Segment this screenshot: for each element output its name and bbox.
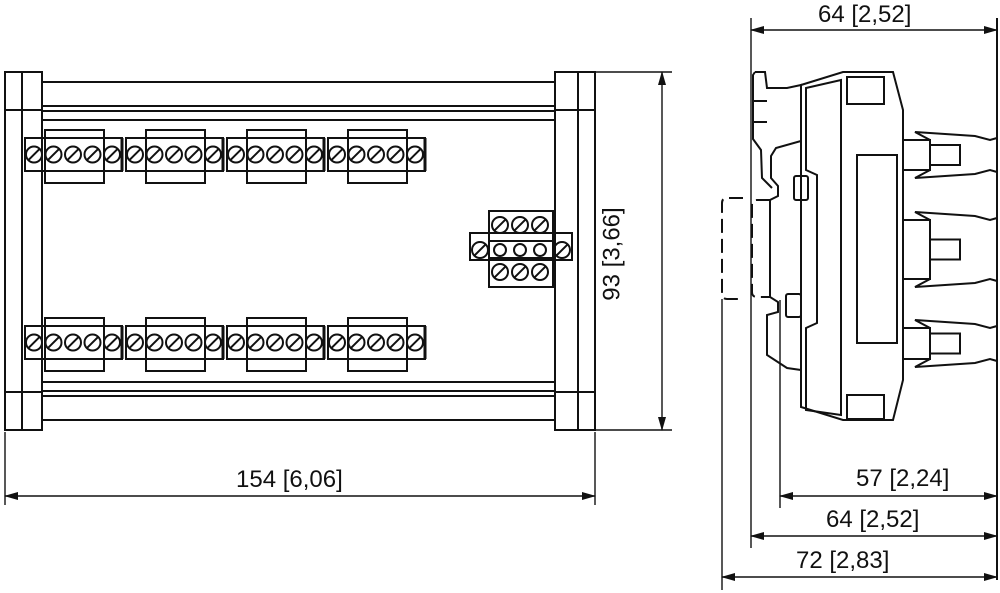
screw-icon xyxy=(347,145,366,164)
screw-icon xyxy=(471,241,489,259)
screw-icon xyxy=(145,145,164,164)
screw-icon xyxy=(367,145,385,164)
screw-icon xyxy=(204,333,222,352)
front-view xyxy=(4,71,596,431)
screw-icon xyxy=(204,145,222,164)
screw-icon xyxy=(386,145,405,164)
side-64-dimension-label: 64 [2,52] xyxy=(826,506,920,533)
screw-icon xyxy=(531,216,549,234)
screw-icon xyxy=(145,333,164,352)
front-dimensions xyxy=(4,71,672,505)
screw-icon xyxy=(305,145,323,164)
screw-icon xyxy=(83,333,102,352)
screw-icon xyxy=(406,145,424,164)
screw-icon xyxy=(406,333,424,352)
screw-icon xyxy=(305,333,323,352)
screw-icon xyxy=(493,243,507,257)
screw-icon xyxy=(246,145,265,164)
terminal-block xyxy=(226,129,326,184)
right-end-plate xyxy=(554,71,579,431)
screw-icon xyxy=(25,333,43,352)
terminal-block xyxy=(125,317,225,372)
screw-icon xyxy=(328,333,346,352)
screw-icon xyxy=(266,333,284,352)
screw-icon xyxy=(285,145,304,164)
terminal-block xyxy=(24,129,124,184)
din-rail-inner xyxy=(751,199,770,298)
screw-icon xyxy=(227,145,245,164)
screw-icon xyxy=(165,333,183,352)
screw-icon xyxy=(44,145,63,164)
side-dimensions xyxy=(721,18,998,590)
bottom-rail xyxy=(41,381,556,421)
left-end-plate xyxy=(21,71,43,431)
side-top-dimension-label: 64 [2,52] xyxy=(818,1,912,28)
screw-icon xyxy=(553,241,571,259)
screw-icon xyxy=(347,333,366,352)
screw-icon xyxy=(64,145,82,164)
screw-icon xyxy=(511,216,529,234)
screw-icon xyxy=(227,333,245,352)
screw-icon xyxy=(328,145,346,164)
screw-icon xyxy=(126,145,144,164)
width-dimension-label: 154 [6,06] xyxy=(236,466,343,493)
side-view xyxy=(721,18,998,580)
screw-icon xyxy=(165,145,183,164)
height-dimension-label: 93 [3,66] xyxy=(598,207,626,301)
bottom-label-window xyxy=(846,394,885,420)
plug-connector xyxy=(902,131,998,179)
screw-icon xyxy=(367,333,385,352)
plug-connector xyxy=(902,319,998,368)
screw-icon xyxy=(491,263,509,281)
screw-icon xyxy=(103,333,121,352)
screw-icon xyxy=(533,243,547,257)
screw-icon xyxy=(126,333,144,352)
screw-icon xyxy=(103,145,121,164)
screw-icon xyxy=(184,333,203,352)
screw-icon xyxy=(246,333,265,352)
din-rail-outer xyxy=(721,197,743,300)
terminal-block xyxy=(24,317,124,372)
screw-icon xyxy=(511,263,529,281)
screw-icon xyxy=(491,216,509,234)
screw-icon xyxy=(531,263,549,281)
right-end-cap xyxy=(577,71,596,431)
left-end-cap xyxy=(4,71,23,431)
screw-icon xyxy=(184,145,203,164)
terminal-block xyxy=(226,317,326,372)
terminal-block xyxy=(327,317,427,372)
center-connector xyxy=(469,210,573,288)
terminal-block xyxy=(125,129,225,184)
top-label-window xyxy=(846,76,885,105)
side-72-dimension-label: 72 [2,83] xyxy=(796,547,890,574)
screw-icon xyxy=(266,145,284,164)
screw-icon xyxy=(64,333,82,352)
screw-icon xyxy=(285,333,304,352)
side-57-dimension-label: 57 [2,24] xyxy=(856,465,950,492)
screw-icon xyxy=(386,333,405,352)
screw-icon xyxy=(25,145,43,164)
screw-icon xyxy=(513,243,527,257)
screw-icon xyxy=(83,145,102,164)
terminal-block xyxy=(327,129,427,184)
screw-icon xyxy=(44,333,63,352)
plug-connector xyxy=(902,211,998,288)
top-rail xyxy=(41,81,556,121)
display-window xyxy=(856,154,898,344)
